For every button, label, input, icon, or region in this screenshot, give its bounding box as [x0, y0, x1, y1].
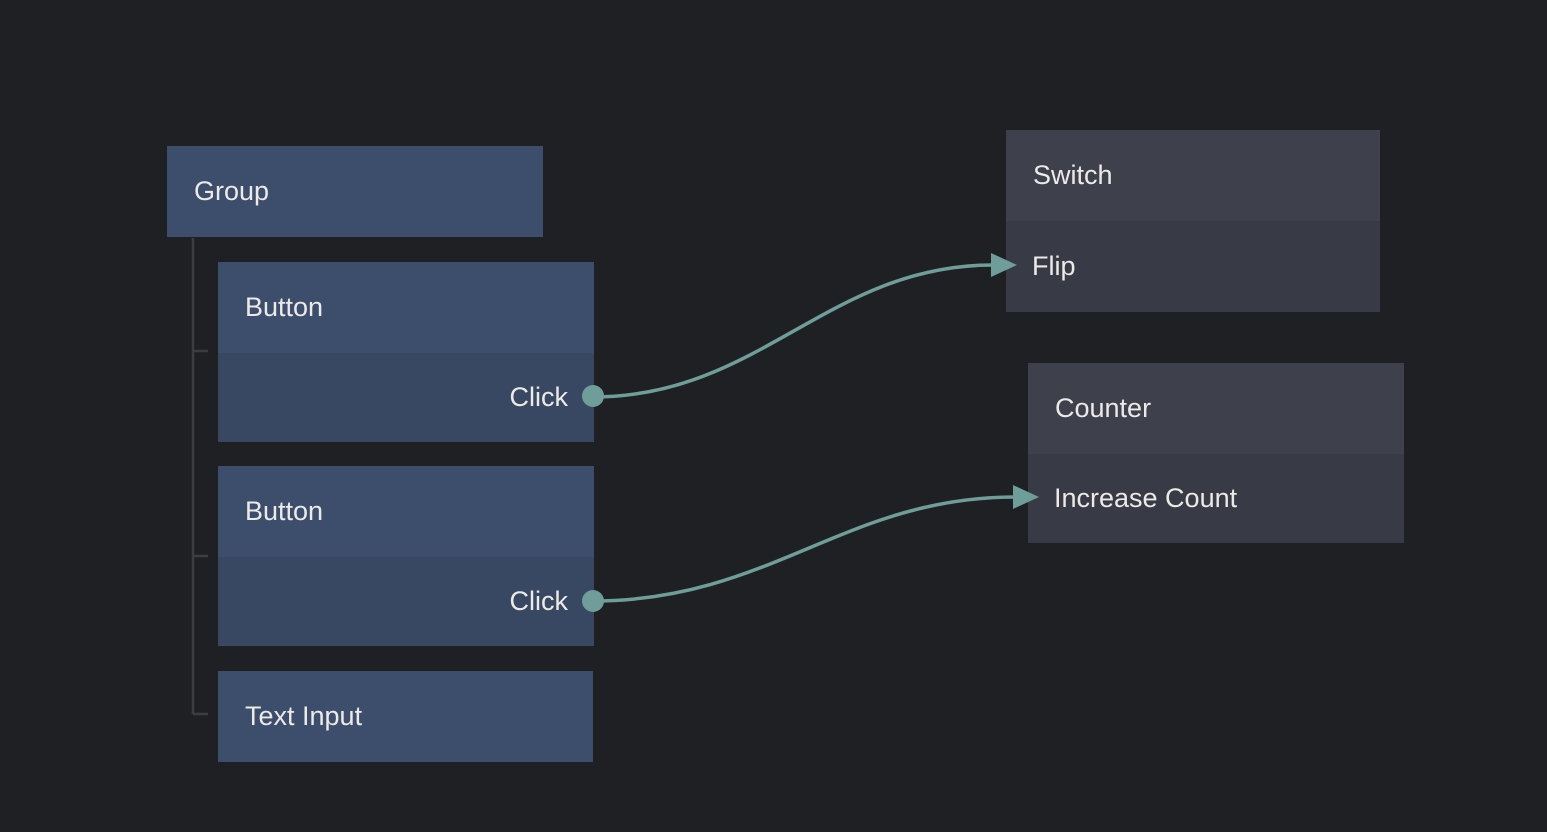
- node-group-title: Group: [194, 176, 270, 206]
- node-group[interactable]: Group: [167, 146, 543, 237]
- node-button-1-title: Button: [245, 292, 324, 322]
- node-switch-header: Switch: [1006, 130, 1380, 221]
- arrowhead-flip-icon: [991, 253, 1017, 277]
- node-switch[interactable]: Switch Flip: [1006, 130, 1380, 312]
- node-button-1[interactable]: Button Click: [218, 262, 594, 442]
- output-port-button1[interactable]: [582, 385, 604, 407]
- input-port-label-increase-count: Increase Count: [1054, 483, 1238, 513]
- node-button-1-port-row: Click: [218, 353, 594, 442]
- output-port-label-click: Click: [509, 382, 569, 412]
- wire-button1-to-switch-flip[interactable]: [591, 263, 995, 399]
- output-port-label-click: Click: [509, 586, 569, 616]
- node-counter-port-row: Increase Count: [1028, 454, 1404, 543]
- node-button-2-title: Button: [245, 496, 324, 526]
- hierarchy-connector-lines: [191, 238, 208, 716]
- node-counter-header: Counter: [1028, 363, 1404, 454]
- output-port-button2[interactable]: [582, 590, 604, 612]
- node-switch-title: Switch: [1033, 160, 1113, 190]
- node-counter-title: Counter: [1055, 393, 1152, 423]
- arrowhead-increase-count-icon: [1013, 485, 1039, 509]
- node-button-1-header: Button: [218, 262, 594, 353]
- input-port-label-flip: Flip: [1032, 251, 1076, 281]
- node-text-input-title: Text Input: [245, 701, 363, 731]
- node-text-input[interactable]: Text Input: [218, 671, 593, 762]
- node-button-2[interactable]: Button Click: [218, 466, 594, 646]
- node-switch-port-row: Flip: [1006, 221, 1380, 312]
- node-group-header: Group: [167, 146, 543, 237]
- node-text-input-header: Text Input: [218, 671, 593, 762]
- node-button-2-port-row: Click: [218, 557, 594, 646]
- node-button-2-header: Button: [218, 466, 594, 557]
- wire-button2-to-counter-increase[interactable]: [591, 495, 1017, 603]
- node-counter[interactable]: Counter Increase Count: [1028, 363, 1404, 543]
